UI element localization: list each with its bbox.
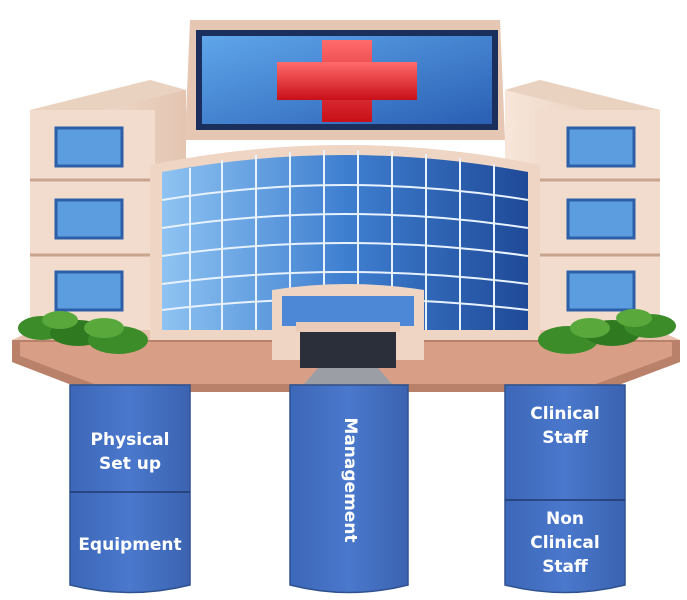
window (54, 198, 124, 240)
window (54, 126, 124, 168)
entrance (272, 284, 424, 384)
window (566, 126, 636, 168)
sign-tower (185, 20, 505, 140)
window (566, 198, 636, 240)
left-pillar (69, 384, 191, 594)
glass-facade (150, 145, 540, 340)
left-wing (30, 80, 186, 330)
right-pillar (504, 384, 626, 594)
clinical-staff-label: Clinical Staff (530, 404, 600, 448)
non-clinical-staff-label: Non Clinical Staff (530, 509, 600, 577)
left-trees (18, 311, 148, 354)
window (566, 270, 636, 312)
center-pillar (289, 384, 409, 594)
equipment-label: Equipment (78, 535, 182, 555)
physical-setup-label: Physical Set up (90, 430, 170, 474)
right-wing (505, 80, 660, 330)
window (54, 270, 124, 312)
management-label: Management (340, 417, 360, 543)
red-cross-icon (277, 40, 417, 122)
right-trees (538, 309, 676, 354)
